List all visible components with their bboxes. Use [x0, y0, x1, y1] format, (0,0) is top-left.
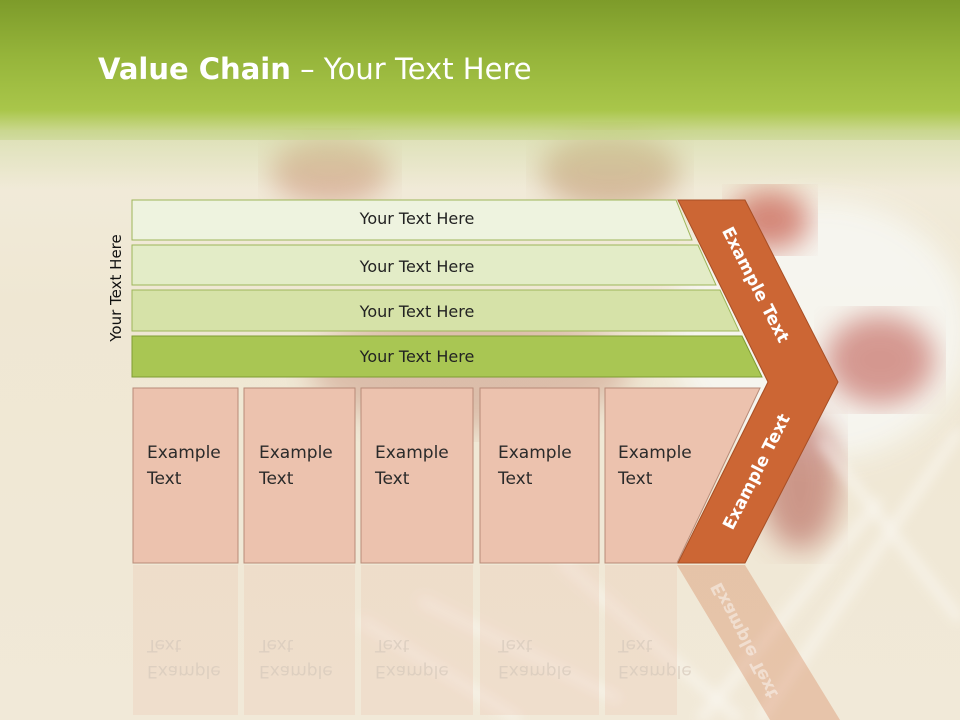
box-5: [604, 387, 761, 564]
box-1: [132, 387, 239, 564]
box-label-5-reflection: Example Text: [618, 635, 692, 681]
box-label-5: Example Text: [618, 443, 692, 489]
box-label-2-reflection: Example Text: [259, 635, 333, 681]
diagram-reflection: [133, 565, 840, 720]
box-4: [479, 387, 600, 564]
box-label-4: Example Text: [498, 443, 572, 489]
box-label-4-reflection: Example Text: [498, 635, 572, 681]
box-3: [360, 387, 474, 564]
title-rest: – Your Text Here: [290, 52, 532, 86]
title-bold: Value Chain: [98, 52, 291, 86]
box-label-1-reflection: Example Text: [147, 635, 221, 681]
bar-label-4: Your Text Here: [359, 347, 475, 366]
bar-2: [131, 244, 717, 286]
bar-label-1: Your Text Here: [359, 209, 475, 228]
box-label-3: Example Text: [375, 443, 449, 489]
bar-3: [131, 289, 740, 332]
chevron-arrow: [677, 199, 839, 564]
box-label-2: Example Text: [259, 443, 333, 489]
slide-title: Value Chain – Your Text Here: [98, 52, 532, 86]
header-fade: [0, 130, 960, 190]
box-2: [243, 387, 356, 564]
box-label-3-reflection: Example Text: [375, 635, 449, 681]
bar-1: [131, 199, 693, 241]
header-band: [0, 0, 960, 140]
bar-label-3: Your Text Here: [359, 302, 475, 321]
bar-4: [131, 335, 763, 378]
box-label-1: Example Text: [147, 443, 221, 489]
bar-label-2: Your Text Here: [359, 257, 475, 276]
